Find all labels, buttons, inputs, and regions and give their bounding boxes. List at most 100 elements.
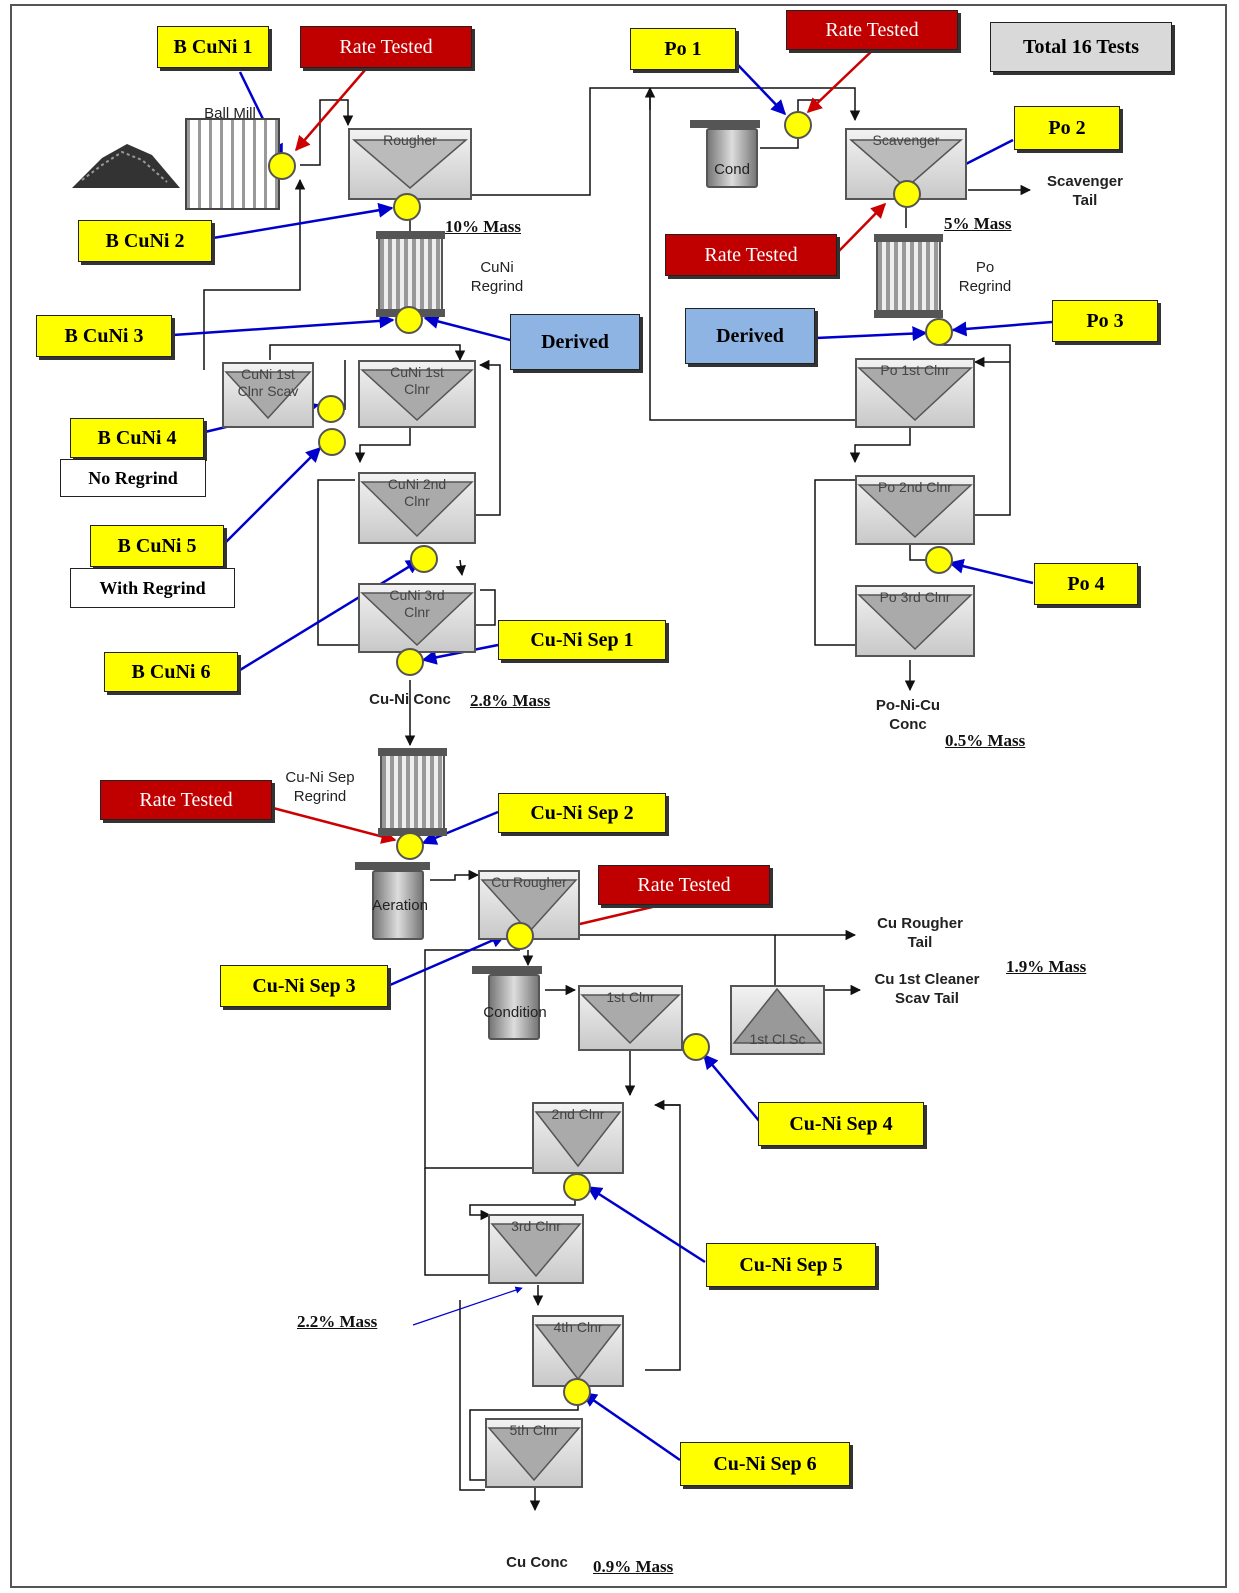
po-2nd-clnr-label: Po 2nd Clnr [878,479,952,495]
cu-1st-cl-sc-cell: 1st Cl Sc [730,985,825,1055]
label-po-3: Po 3 [1052,300,1158,342]
condition-label: Condition [483,1004,547,1021]
sample-point-b-cuni-2 [393,193,421,221]
label-rate-tested-5: Rate Tested [598,865,770,905]
label-no-regrind: No Regrind [60,459,206,497]
cuni-sep-regrind-mill [378,748,447,836]
label-po-1: Po 1 [630,28,736,70]
cuni-2nd-clnr-cell: CuNi 2nd Clnr [358,472,476,544]
cuni-1st-clnr-label: CuNi 1st Clnr [390,364,444,397]
cond-tank [706,128,758,188]
po-1st-clnr-cell: Po 1st Clnr [855,358,975,428]
stream-po-ni-cu-conc: Po-Ni-Cu Conc [875,697,941,733]
ball-mill-label: Ball Mill [204,105,256,122]
label-b-cuni-6: B CuNi 6 [104,652,238,692]
aeration-label: Aeration [372,897,428,914]
label-rate-tested-3: Rate Tested [665,234,837,276]
label-derived-po: Derived [685,308,815,364]
diagram-border [10,4,1227,1588]
aeration-top [355,862,430,870]
label-b-cuni-4: B CuNi 4 [70,418,204,458]
sample-point-b-cuni-1 [268,152,296,180]
label-rate-tested-2: Rate Tested [786,10,958,50]
cuni-3rd-clnr-label: CuNi 3rd Clnr [389,587,445,620]
label-cuni-sep-6: Cu-Ni Sep 6 [680,1442,850,1486]
cond-top [690,120,760,128]
label-b-cuni-2: B CuNi 2 [78,220,212,262]
cu-1st-cl-sc-label: 1st Cl Sc [749,1031,806,1047]
label-cuni-sep-5: Cu-Ni Sep 5 [706,1243,876,1287]
mass-cl-scav-tail: 1.9% Mass [1006,957,1087,976]
sample-point-cuni-sep-4 [682,1033,710,1061]
cu-4th-clnr-cell: 4th Clnr [532,1315,624,1387]
cuni-1st-clnr-cell: CuNi 1st Clnr [358,360,476,428]
sample-point-cuni-sep-2 [396,832,424,860]
mass-rougher: 10% Mass [445,217,522,236]
po-1st-clnr-label: Po 1st Clnr [880,362,950,378]
cuni-sep-regrind-label: Cu-Ni Sep Regrind [285,769,355,805]
label-cuni-sep-3: Cu-Ni Sep 3 [220,965,388,1007]
sample-point-po-2 [893,180,921,208]
cu-5th-clnr-cell: 5th Clnr [485,1418,583,1488]
sample-point-cuni-sep-6 [563,1378,591,1406]
cu-2nd-clnr-label: 2nd Clnr [551,1106,605,1122]
condition-tank [488,974,540,1040]
po-regrind-label: Po Regrind [958,259,1012,295]
label-rate-tested-1: Rate Tested [300,26,472,68]
cu-1st-clnr-label: 1st Clnr [606,989,655,1005]
label-with-regrind: With Regrind [70,568,235,608]
po-2nd-clnr-cell: Po 2nd Clnr [855,475,975,545]
label-rate-tested-4: Rate Tested [100,780,272,820]
mass-3rd-clnr: 2.2% Mass [297,1312,378,1331]
mass-cu-conc: 0.9% Mass [593,1557,674,1576]
cu-3rd-clnr-cell: 3rd Clnr [488,1214,584,1284]
cu-2nd-clnr-cell: 2nd Clnr [532,1102,624,1174]
sample-point-b-cuni-3 [395,306,423,334]
label-b-cuni-3: B CuNi 3 [36,315,172,357]
stream-cu-1st-cleaner-scav-tail: Cu 1st Cleaner Scav Tail [874,971,980,1007]
stream-cu-conc: Cu Conc [506,1554,568,1571]
sample-point-po-4 [925,546,953,574]
mass-cuni-conc: 2.8% Mass [470,691,551,710]
sample-point-b-cuni-6 [410,545,438,573]
label-derived-cuni: Derived [510,314,640,370]
total-tests-badge: Total 16 Tests [990,22,1172,72]
cu-rougher-label: Cu Rougher [491,874,567,890]
stream-cuni-conc: Cu-Ni Conc [369,691,451,708]
mass-po-conc: 0.5% Mass [945,731,1026,750]
cuni-regrind-mill [376,231,445,317]
cuni-3rd-clnr-cell: CuNi 3rd Clnr [358,583,476,653]
sample-point-cuni-sep-5 [563,1173,591,1201]
rougher-label: Rougher [383,132,437,148]
cond-label: Cond [714,161,750,178]
rougher-cell: Rougher [348,128,472,200]
label-cuni-sep-1: Cu-Ni Sep 1 [498,620,666,660]
sample-point-b-cuni-4 [317,395,345,423]
label-cuni-sep-2: Cu-Ni Sep 2 [498,793,666,833]
cuni-regrind-label: CuNi Regrind [470,259,524,295]
cu-3rd-clnr-label: 3rd Clnr [511,1218,561,1234]
po-3rd-clnr-label: Po 3rd Clnr [879,589,951,605]
label-b-cuni-1: B CuNi 1 [157,26,269,68]
condition-top [472,966,542,974]
label-po-4: Po 4 [1034,563,1138,605]
stream-scavenger-tail: Scavenger Tail [1047,173,1123,209]
po-3rd-clnr-cell: Po 3rd Clnr [855,585,975,657]
cu-4th-clnr-label: 4th Clnr [553,1319,603,1335]
cu-1st-clnr-cell: 1st Clnr [578,985,683,1051]
sample-point-cuni-sep-3 [506,922,534,950]
scavenger-label: Scavenger [872,132,940,148]
stream-cu-rougher-tail: Cu Rougher Tail [877,915,963,951]
mass-scavenger: 5% Mass [944,214,1012,233]
cuni-clnr-scav-label: CuNi 1st Clnr Scav [237,366,299,399]
po-regrind-mill [874,234,943,318]
ball-mill-icon [185,118,280,210]
cuni-clnr-scav-cell: CuNi 1st Clnr Scav [222,362,314,428]
label-cuni-sep-4: Cu-Ni Sep 4 [758,1102,924,1146]
sample-point-cuni-sep-1 [396,648,424,676]
cu-5th-clnr-label: 5th Clnr [509,1422,559,1438]
sample-point-b-cuni-5 [318,428,346,456]
label-b-cuni-5: B CuNi 5 [90,525,224,567]
